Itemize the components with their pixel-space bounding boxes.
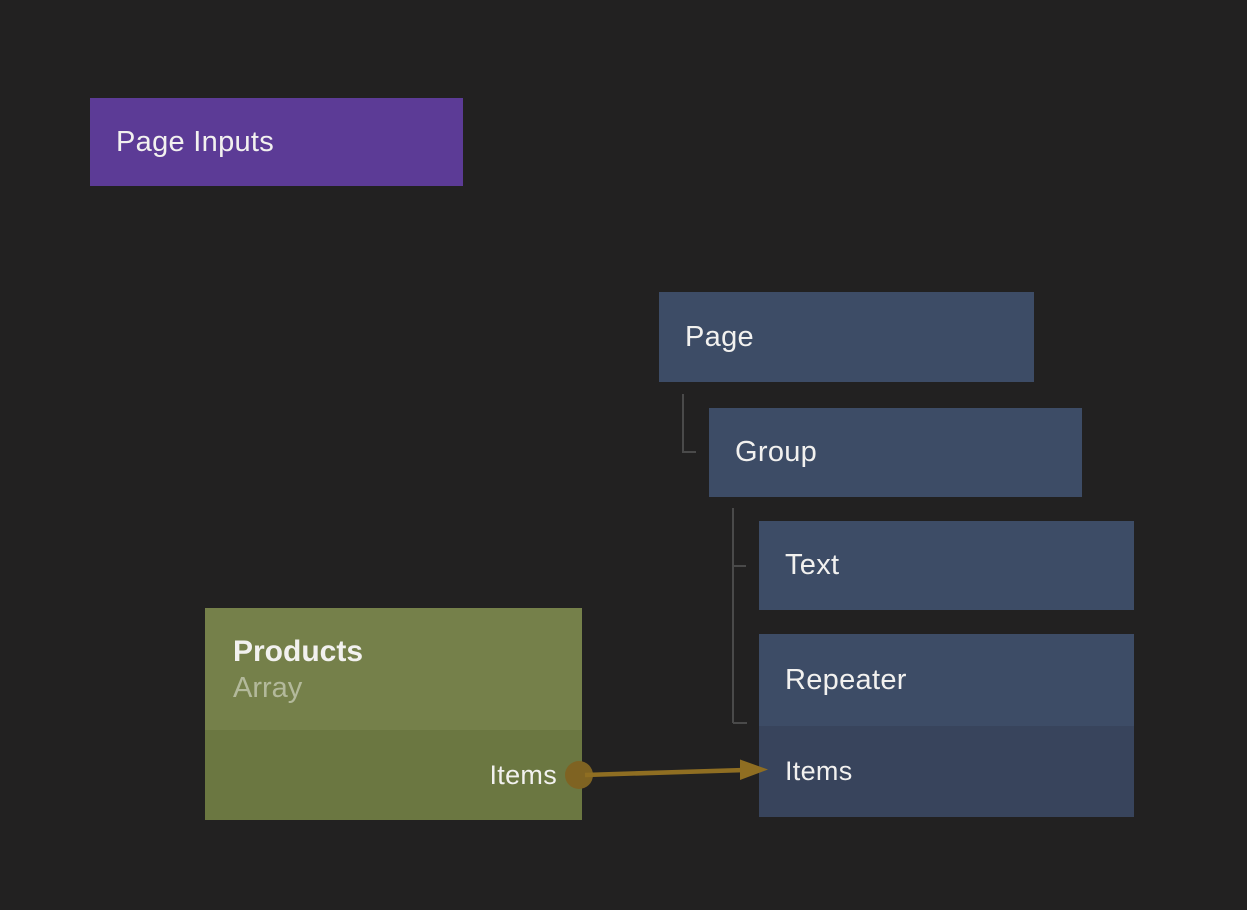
node-page-inputs[interactable]: Page Inputs — [90, 98, 463, 186]
node-repeater[interactable]: Repeater Items — [759, 634, 1134, 817]
node-products[interactable]: Products Array Items — [205, 608, 582, 820]
connection-wire — [584, 767, 746, 778]
products-items-port[interactable]: Items — [205, 730, 582, 820]
products-items-port-label: Items — [489, 759, 557, 790]
node-products-title: Products — [233, 634, 364, 668]
node-products-header: Products Array — [205, 608, 582, 730]
connection-products-items-to-repeater-items[interactable] — [565, 759, 768, 790]
tree-connector-page-group — [682, 394, 696, 453]
node-products-subtitle: Array — [233, 671, 303, 704]
node-repeater-header: Repeater — [759, 634, 1134, 726]
node-text-label: Text — [785, 549, 840, 581]
repeater-items-port-label: Items — [785, 756, 853, 786]
repeater-items-port[interactable]: Items — [759, 726, 1134, 817]
node-repeater-label: Repeater — [785, 663, 907, 696]
node-text[interactable]: Text — [759, 521, 1134, 610]
node-group-label: Group — [735, 436, 818, 468]
node-group[interactable]: Group — [709, 408, 1082, 497]
node-page-label: Page — [685, 320, 754, 353]
tree-connector-group-children — [732, 508, 747, 724]
node-page[interactable]: Page — [659, 292, 1034, 382]
node-page-inputs-label: Page Inputs — [116, 125, 275, 158]
